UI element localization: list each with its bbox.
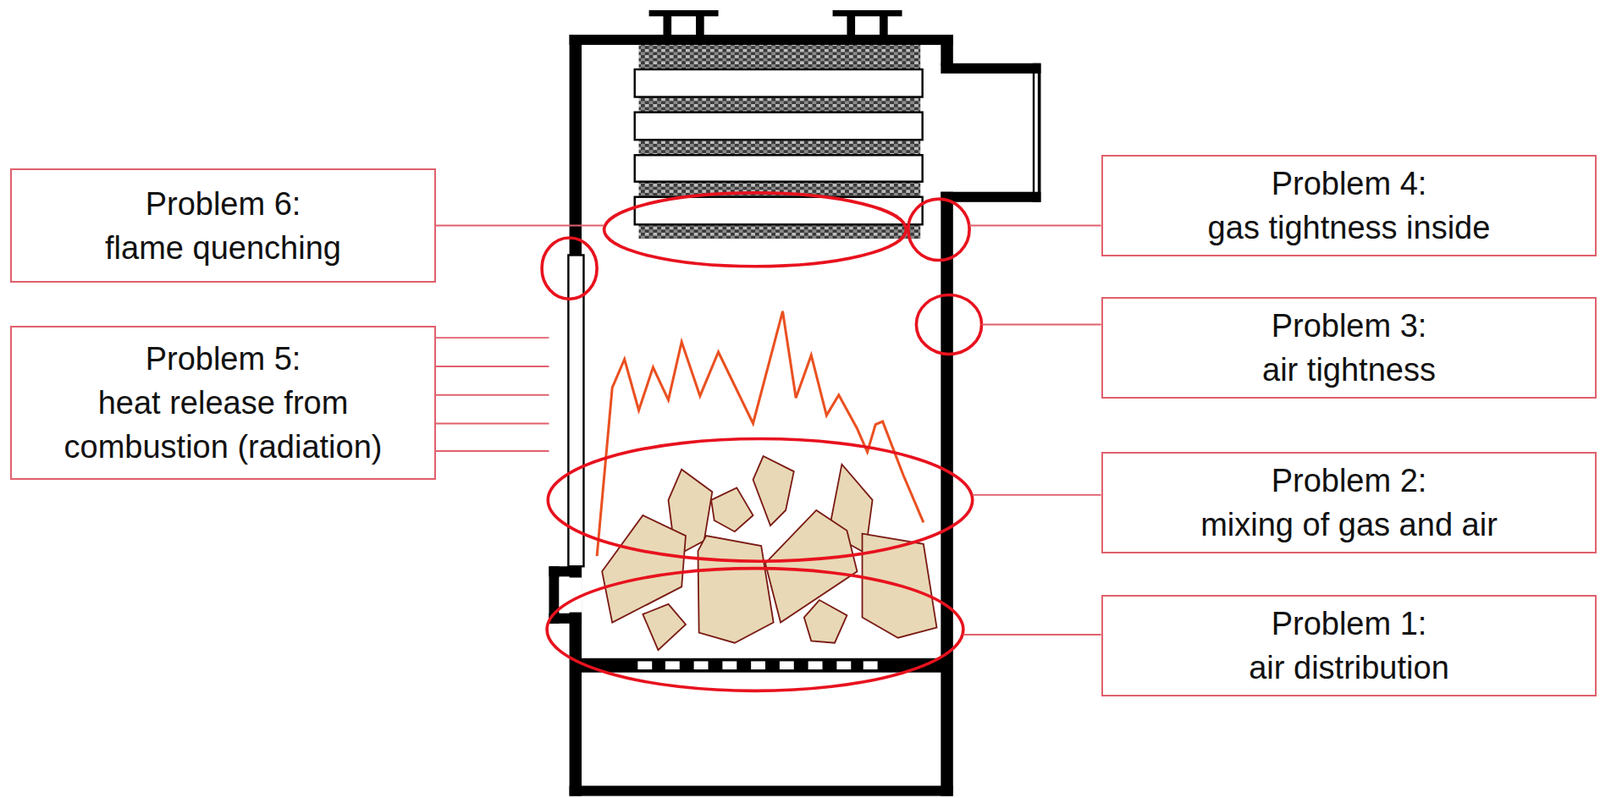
problem-heading: Problem 3: [1271, 303, 1428, 348]
problem-description: air distribution [1248, 645, 1450, 690]
problem-description: mixing of gas and air [1200, 502, 1498, 547]
callout-box: Problem 5:heat release from combustion (… [10, 325, 436, 480]
leader-line [435, 226, 1102, 636]
problem-description: gas tightness inside [1208, 205, 1491, 250]
problem-description: flame quenching [104, 226, 342, 271]
window [568, 254, 584, 567]
callout-box: Problem 2:mixing of gas and air [1101, 452, 1597, 554]
callout-box: Problem 6:flame quenching [10, 168, 436, 283]
problem-description: air tightness [1262, 347, 1436, 392]
problem-heading: Problem 5: [145, 336, 302, 381]
grate [577, 658, 945, 674]
callout-box: Problem 4:gas tightness inside [1101, 154, 1597, 257]
problem-description: heat release from combustion (radiation) [22, 380, 425, 469]
problem-heading: Problem 1: [1271, 601, 1428, 646]
problem-heading: Problem 2: [1271, 458, 1428, 503]
problem-marker [541, 193, 983, 691]
problem-heading: Problem 6: [145, 182, 302, 227]
callout-box: Problem 3:air tightness [1101, 297, 1597, 399]
problem-heading: Problem 4: [1271, 161, 1428, 206]
callout-box: Problem 1:air distribution [1101, 595, 1597, 697]
